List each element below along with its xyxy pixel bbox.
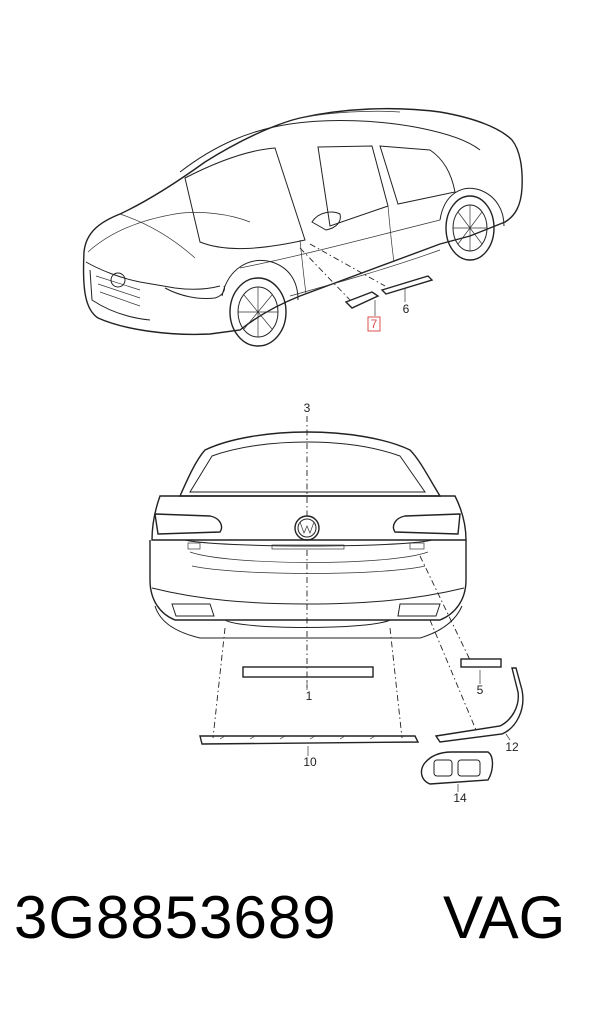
brand-label: VAG	[443, 884, 566, 951]
part-number-label: 3G8853689	[14, 884, 337, 951]
car-side-view-drawing	[82, 107, 523, 347]
side-trim-part-12	[434, 667, 524, 743]
callout-5: 5	[477, 683, 484, 697]
callout-3: 3	[304, 401, 311, 415]
callout-12: 12	[505, 740, 519, 754]
callout-10: 10	[303, 755, 317, 769]
trim-piece-part-5	[460, 658, 502, 668]
bumper-trim-part-10	[199, 735, 420, 745]
exhaust-trim-part-14	[420, 751, 494, 785]
callout-6: 6	[403, 302, 410, 316]
trim-strip-part-1	[242, 666, 374, 678]
sill-trim-part-7	[344, 291, 380, 309]
parts-diagram: 7 6	[82, 107, 524, 805]
callout-1: 1	[306, 689, 313, 703]
sill-trim-part-6	[380, 275, 434, 295]
callout-14: 14	[453, 791, 467, 805]
callout-7: 7	[371, 317, 378, 331]
car-rear-view-drawing	[149, 416, 524, 792]
callout-7-highlight-box	[367, 316, 381, 332]
